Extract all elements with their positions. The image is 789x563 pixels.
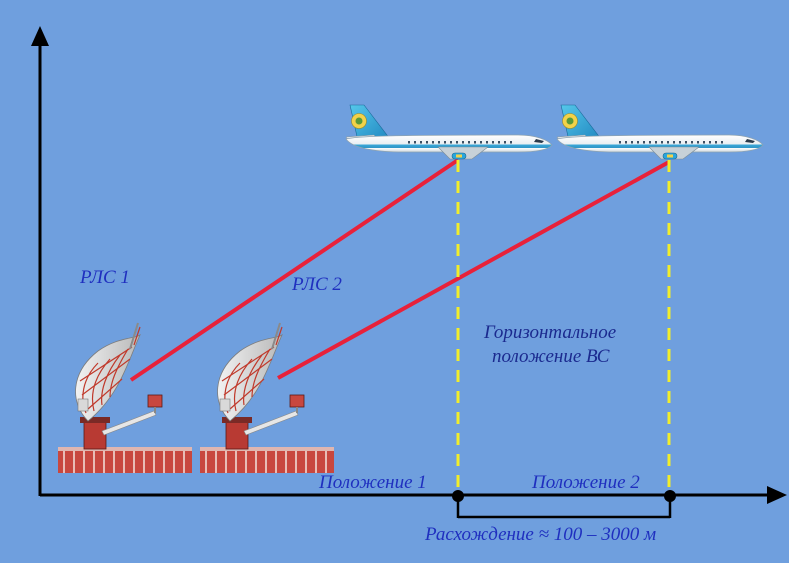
horizontal-position-label-line2: положение ВС: [492, 346, 610, 367]
airplane-icon: [346, 105, 552, 159]
airplane-icon: [557, 105, 763, 159]
divergence-bracket: [458, 496, 670, 518]
horizontal-position-label-line1: Горизонтальное: [483, 322, 616, 343]
divergence-label: Расхождение ≈ 100 – 3000 м: [424, 524, 656, 545]
radar2-label: РЛС 2: [291, 274, 342, 295]
radar-antenna-icon: [200, 323, 334, 473]
x-axis-arrow: [767, 486, 787, 504]
radar2-beam: [278, 162, 669, 378]
radar1-beam: [131, 160, 458, 380]
radar1-label: РЛС 1: [79, 267, 130, 288]
axes: [31, 26, 787, 504]
radar-antenna-icon: [58, 323, 192, 473]
position1-label: Положение 1: [318, 472, 427, 493]
position2-label: Положение 2: [531, 472, 640, 493]
y-axis-arrow: [31, 26, 49, 46]
